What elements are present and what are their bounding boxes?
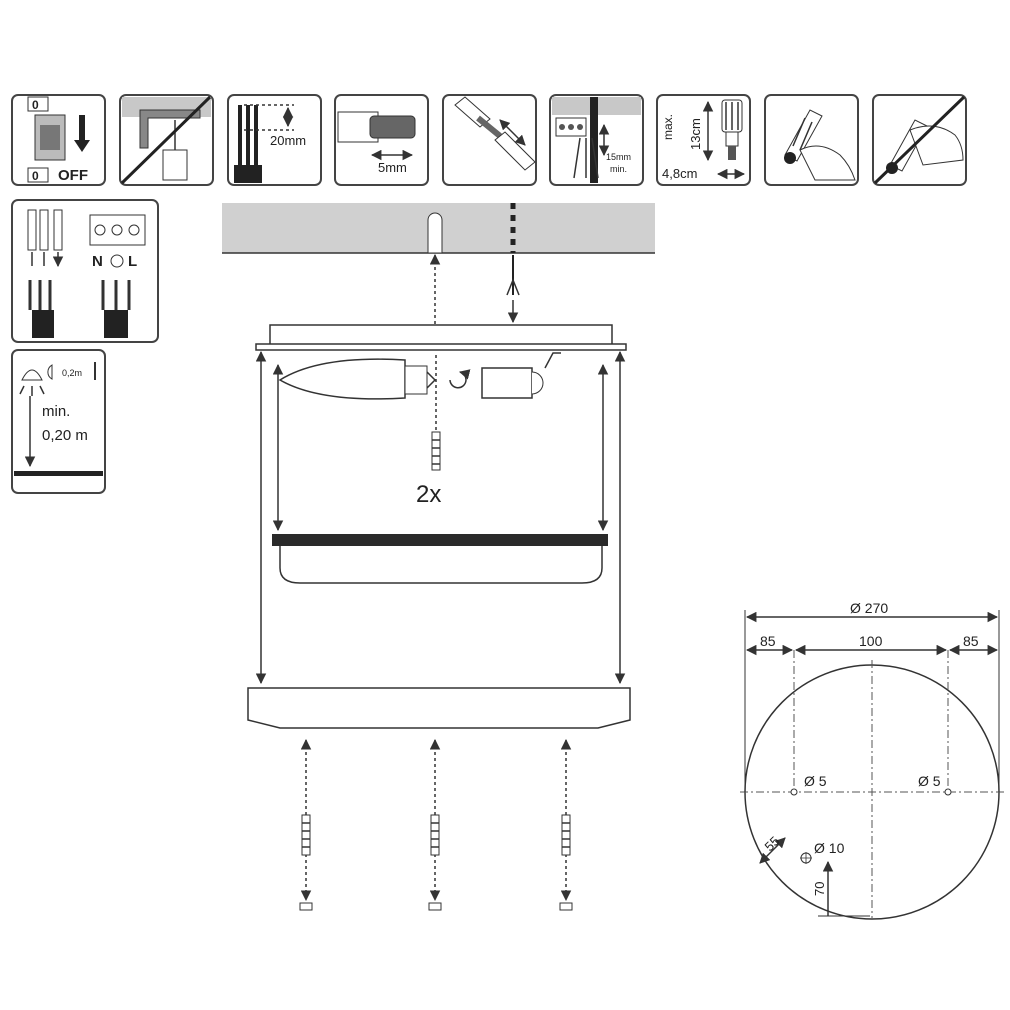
wire-connection-step: N L xyxy=(11,199,159,343)
bulb-height-label: 13cm xyxy=(688,118,703,150)
hole-right xyxy=(944,788,952,796)
minimum-distance-step: 0,2m min. 0,20 m xyxy=(11,349,106,494)
wire-strip-step: 5mm xyxy=(334,94,429,186)
diameter-270-label: Ø 270 xyxy=(850,600,888,616)
insert-bulb-step xyxy=(764,94,859,186)
screw-icon xyxy=(431,431,441,471)
mounting-plate xyxy=(255,324,627,351)
off-switch-zero-top: 0 xyxy=(32,98,39,112)
off-label: OFF xyxy=(58,167,88,184)
crossed-out-bulb-step xyxy=(872,94,967,186)
crossed-out-live-work-step xyxy=(119,94,214,186)
live-label: L xyxy=(128,253,137,270)
base-plate xyxy=(247,687,631,729)
drilling-plan: Ø 270 85 100 85 Ø 5 Ø 5 Ø 10 55 70 xyxy=(740,600,1004,920)
screw-count: 2x xyxy=(416,481,441,508)
cable-hole-label: Ø 10 xyxy=(814,840,845,856)
screw-anchor-center xyxy=(428,738,442,911)
min-label: min. xyxy=(42,403,70,420)
distance-value: 0,20 m xyxy=(42,427,88,444)
right-offset-label: 85 xyxy=(963,633,979,649)
terminal-15mm-label: 15mm xyxy=(606,152,631,162)
hole-left xyxy=(790,788,798,796)
screw-anchor-left xyxy=(299,738,313,911)
terminal-min-label: min. xyxy=(610,164,627,174)
hole-right-label: Ø 5 xyxy=(918,773,941,789)
strip-20mm-label: 20mm xyxy=(270,133,306,148)
small-distance-label: 0,2m xyxy=(62,368,82,378)
bulb-and-socket xyxy=(278,352,561,400)
terminal-block-step: 15mm min. xyxy=(549,94,644,186)
center-span-label: 100 xyxy=(859,633,883,649)
wall-plug-hole xyxy=(427,212,443,254)
cable-strip-step: 20mm xyxy=(227,94,322,186)
neutral-label: N xyxy=(92,253,103,270)
bulb-size-limits-step: max. 13cm 4,8cm xyxy=(656,94,751,186)
off-switch-zero-bottom: 0 xyxy=(32,169,39,183)
left-offset-label: 85 xyxy=(760,633,776,649)
power-off-step: 0 0 OFF xyxy=(11,94,106,186)
dim-70-label: 70 xyxy=(812,882,827,896)
hole-left-label: Ø 5 xyxy=(804,773,827,789)
screw-anchor-right xyxy=(559,738,573,911)
lamp-icon xyxy=(21,369,43,381)
bulb-max-label: max. xyxy=(661,114,675,140)
strip-5mm-label: 5mm xyxy=(378,160,407,175)
earth-icon xyxy=(110,254,124,268)
lamp-shade xyxy=(272,534,608,584)
ferrule-step xyxy=(442,94,537,186)
bulb-width-label: 4,8cm xyxy=(662,166,697,181)
ceiling xyxy=(222,203,655,254)
